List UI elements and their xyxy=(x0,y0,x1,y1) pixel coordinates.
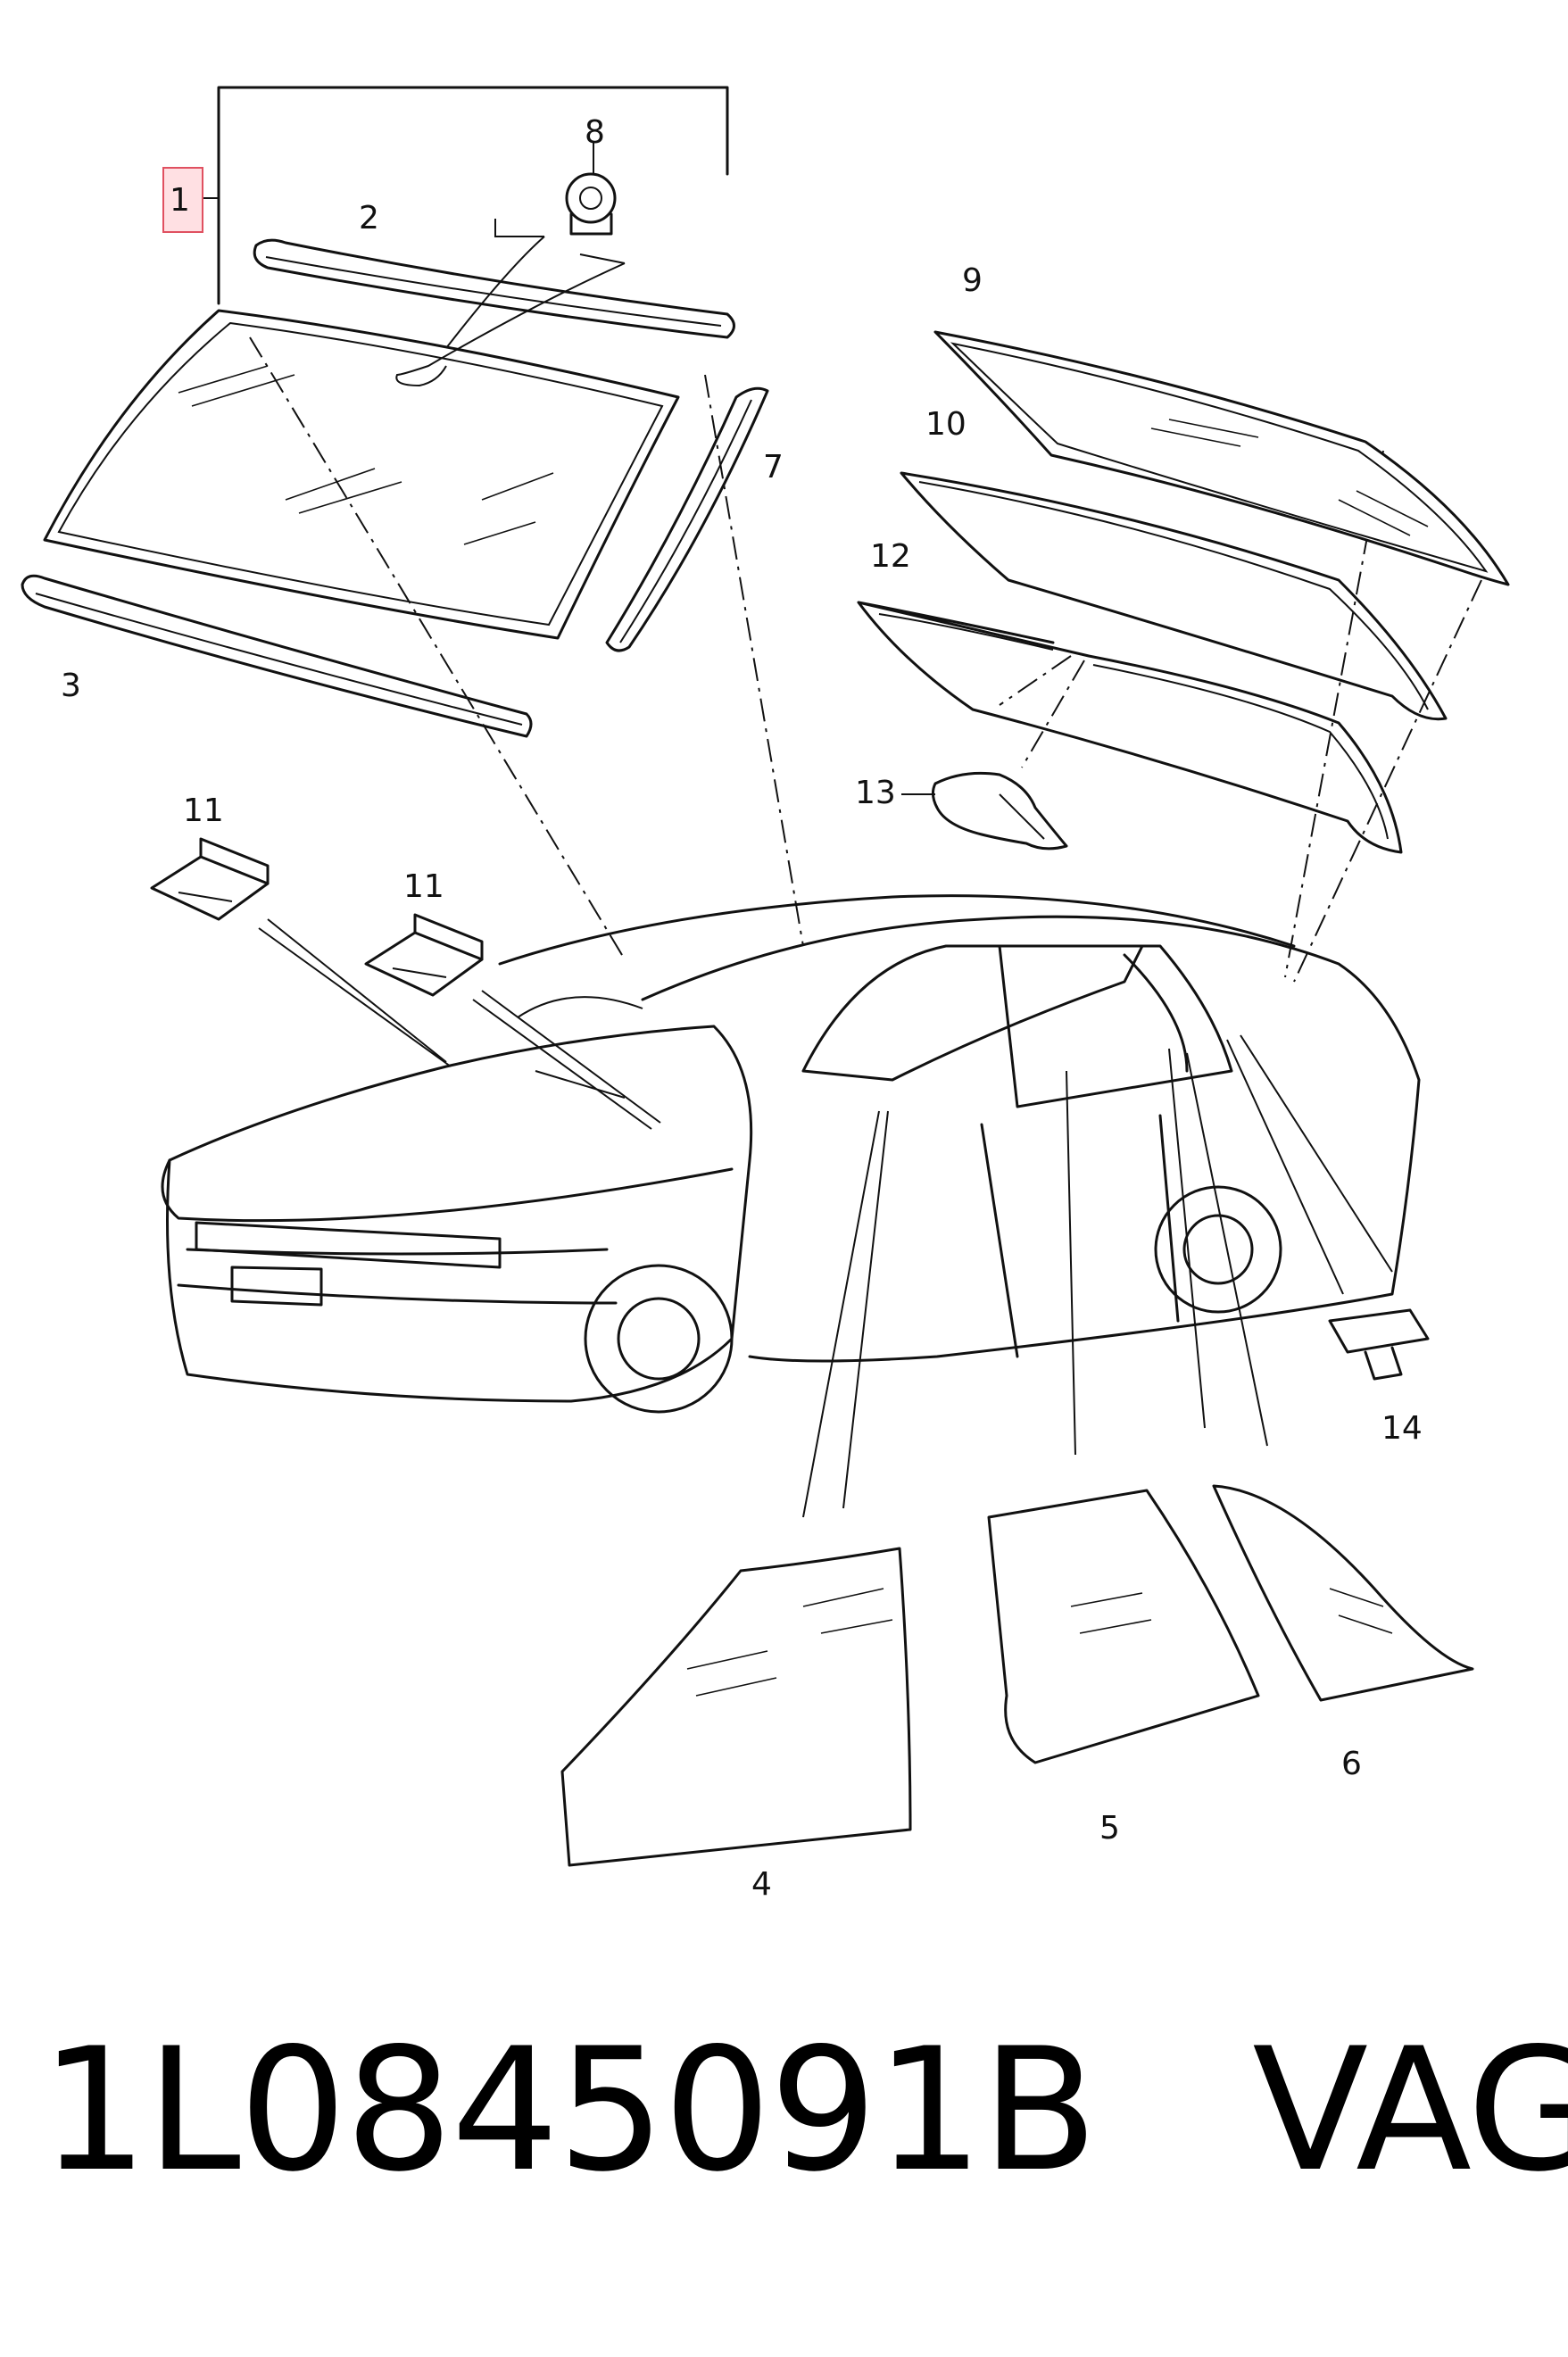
leader-line xyxy=(1226,1034,1393,1295)
leader-line xyxy=(445,219,545,349)
leader-line xyxy=(395,253,626,387)
clip-left xyxy=(150,837,270,921)
callout-8: 8 xyxy=(585,114,605,151)
leader-line xyxy=(472,990,661,1130)
callout-1-highlight xyxy=(162,167,203,233)
rear-window xyxy=(933,330,1510,586)
callout-6: 6 xyxy=(1341,1746,1362,1782)
callout-11-right: 11 xyxy=(403,868,444,905)
leader-line xyxy=(1186,1052,1268,1447)
bottom-seal-strip xyxy=(21,574,533,738)
group-bracket xyxy=(217,86,729,305)
leader-line xyxy=(258,918,452,1067)
callout-10: 10 xyxy=(925,406,967,443)
callout-4: 4 xyxy=(751,1866,772,1903)
callout-2: 2 xyxy=(359,200,379,237)
front-door-glass xyxy=(560,1547,912,1867)
footer: 1L0845091B VAG xyxy=(40,2012,1568,2209)
rear-door-glass xyxy=(987,1489,1260,1764)
brand-name: VAG xyxy=(1252,2012,1568,2209)
callout-13: 13 xyxy=(855,775,896,811)
windshield xyxy=(43,309,680,640)
rain-sensor xyxy=(565,172,617,236)
callout-12: 12 xyxy=(870,538,911,575)
callout-3: 3 xyxy=(61,668,81,704)
leader-line xyxy=(802,1110,889,1518)
quarter-glass xyxy=(1212,1484,1474,1702)
window-frame xyxy=(857,601,1403,854)
projection-line xyxy=(999,655,1072,706)
projection-line xyxy=(1293,579,1482,983)
callout-14: 14 xyxy=(1381,1410,1423,1447)
part-number: 1L0845091B xyxy=(40,2012,1098,2209)
mirror-base xyxy=(931,771,1068,851)
rear-window-seal xyxy=(900,471,1448,721)
projection-line xyxy=(704,374,804,947)
projection-line xyxy=(249,336,626,960)
leader-line xyxy=(1066,1048,1206,1456)
side-seal-strip xyxy=(605,386,769,652)
callout-11-left: 11 xyxy=(183,793,224,829)
callout-7: 7 xyxy=(763,449,784,486)
top-seal-strip xyxy=(253,238,735,339)
projection-line xyxy=(1021,660,1085,768)
clip-right xyxy=(364,913,484,997)
clip-rear xyxy=(1328,1308,1430,1381)
callout-9: 9 xyxy=(962,262,983,299)
car-body xyxy=(161,894,1421,1414)
callout-1: 1 xyxy=(170,182,190,219)
callout-5: 5 xyxy=(1099,1810,1120,1847)
